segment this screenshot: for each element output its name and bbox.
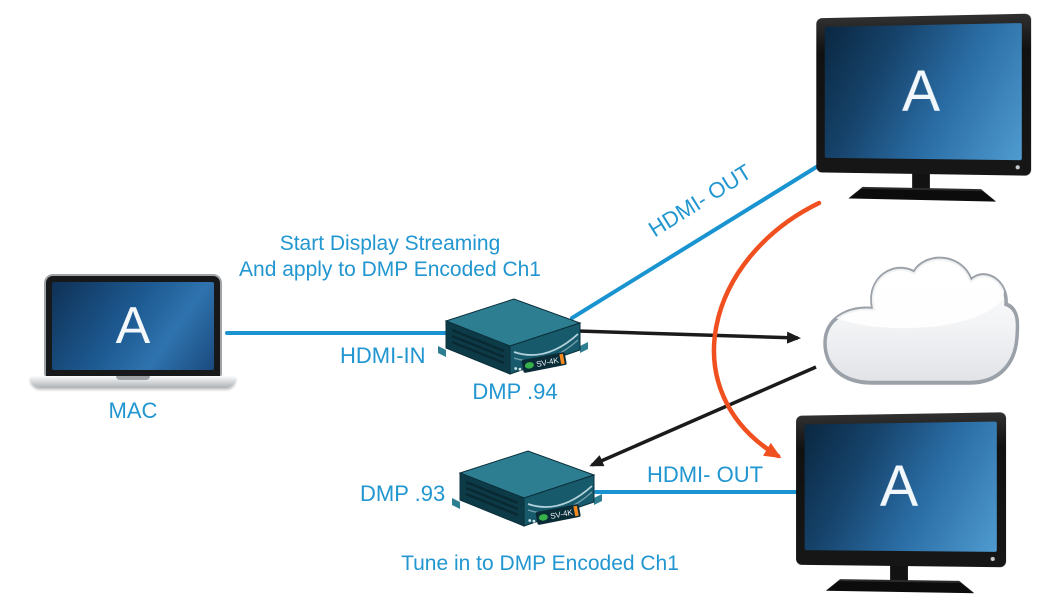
dmp93-arc-1 <box>527 485 593 508</box>
dmp94-front-badge: SV-4K <box>514 352 567 373</box>
dmp94-flange-left <box>438 346 446 357</box>
dmp93-flange-right <box>594 494 602 505</box>
dmp94-label: DMP .94 <box>472 379 558 404</box>
dmp93-vents <box>465 480 519 517</box>
tv-bottom-body: A <box>796 412 1007 594</box>
instruction-top: Start Display Streaming And apply to DMP… <box>230 231 550 284</box>
dmp94-led-1 <box>514 367 518 370</box>
hdmi-out-bottom-label: HDMI- OUT <box>646 462 764 487</box>
cloud-icon <box>823 256 1020 385</box>
tv-bottom-stand-base <box>826 579 975 593</box>
cloud-gloss <box>825 258 1004 329</box>
tv-bottom-power-led <box>990 556 995 562</box>
dmp94-led-2 <box>518 367 522 371</box>
dmp93-led-2 <box>532 519 536 523</box>
tv-top-screen: A <box>824 23 1022 161</box>
media-player-icon-dmp93: SV-4K <box>452 450 602 527</box>
hdmi-in-label: HDMI-IN <box>340 343 426 368</box>
laptop-icon: A <box>30 274 236 388</box>
laptop-notch <box>116 376 150 380</box>
dmp93-badge-plate <box>535 504 581 525</box>
tv-top-stand-neck <box>912 173 930 189</box>
dmp94-badge-stripe <box>559 353 565 365</box>
tv-top-power-led <box>1015 165 1020 170</box>
laptop-base <box>30 376 236 388</box>
dmp94-badge-plate <box>521 352 567 373</box>
dmp93-badge-logo <box>538 514 548 521</box>
dmp93-front-badge: SV-4K <box>528 504 581 525</box>
tv-bottom-screen-letter: A <box>879 453 919 520</box>
mac-label: MAC <box>108 398 158 423</box>
tv-icon-top: A <box>812 13 1032 203</box>
dmp93-badge-stripe <box>573 505 579 517</box>
media-player-icon-dmp94: SV-4K <box>438 298 588 375</box>
tv-bottom-screen: A <box>804 421 997 552</box>
tv-top-body: A <box>816 13 1032 203</box>
dmp93-led-1 <box>528 519 532 522</box>
instruction-top-line2: And apply to DMP Encoded Ch1 <box>239 258 541 282</box>
tv-top-bezel: A <box>816 13 1032 176</box>
laptop-screen: A <box>44 274 222 376</box>
tv-top-screen-letter: A <box>902 58 941 125</box>
dmp93-badge-text: SV-4K <box>549 508 574 521</box>
tv-icon-bottom: A <box>793 412 1007 594</box>
tv-top-to-tv-bottom-tune-arrow <box>711 200 822 459</box>
dmp94-vents <box>451 328 505 365</box>
dmp93-flange-left <box>452 498 460 509</box>
dmp94-to-cloud-arrow <box>577 329 801 344</box>
instruction-bottom: Tune in to DMP Encoded Ch1 <box>401 552 679 575</box>
laptop-screen-letter: A <box>115 297 151 355</box>
cloud-to-dmp93-arrow <box>589 365 817 467</box>
tv-bottom-stand-neck <box>890 565 908 581</box>
dmp94-flange-right <box>580 342 588 353</box>
dmp94-badge-logo <box>524 362 534 369</box>
instruction-top-line1: Start Display Streaming <box>279 232 501 255</box>
tv-bottom-bezel: A <box>796 412 1007 568</box>
dmp94-badge-text: SV-4K <box>535 356 560 369</box>
laptop-display: A <box>52 282 214 370</box>
tv-top-stand-base <box>848 187 996 202</box>
dmp93-label: DMP .93 <box>360 481 446 506</box>
dmp94-to-tv-top-hdmi-cable <box>570 164 820 320</box>
dmp94-arc-1 <box>513 333 579 356</box>
